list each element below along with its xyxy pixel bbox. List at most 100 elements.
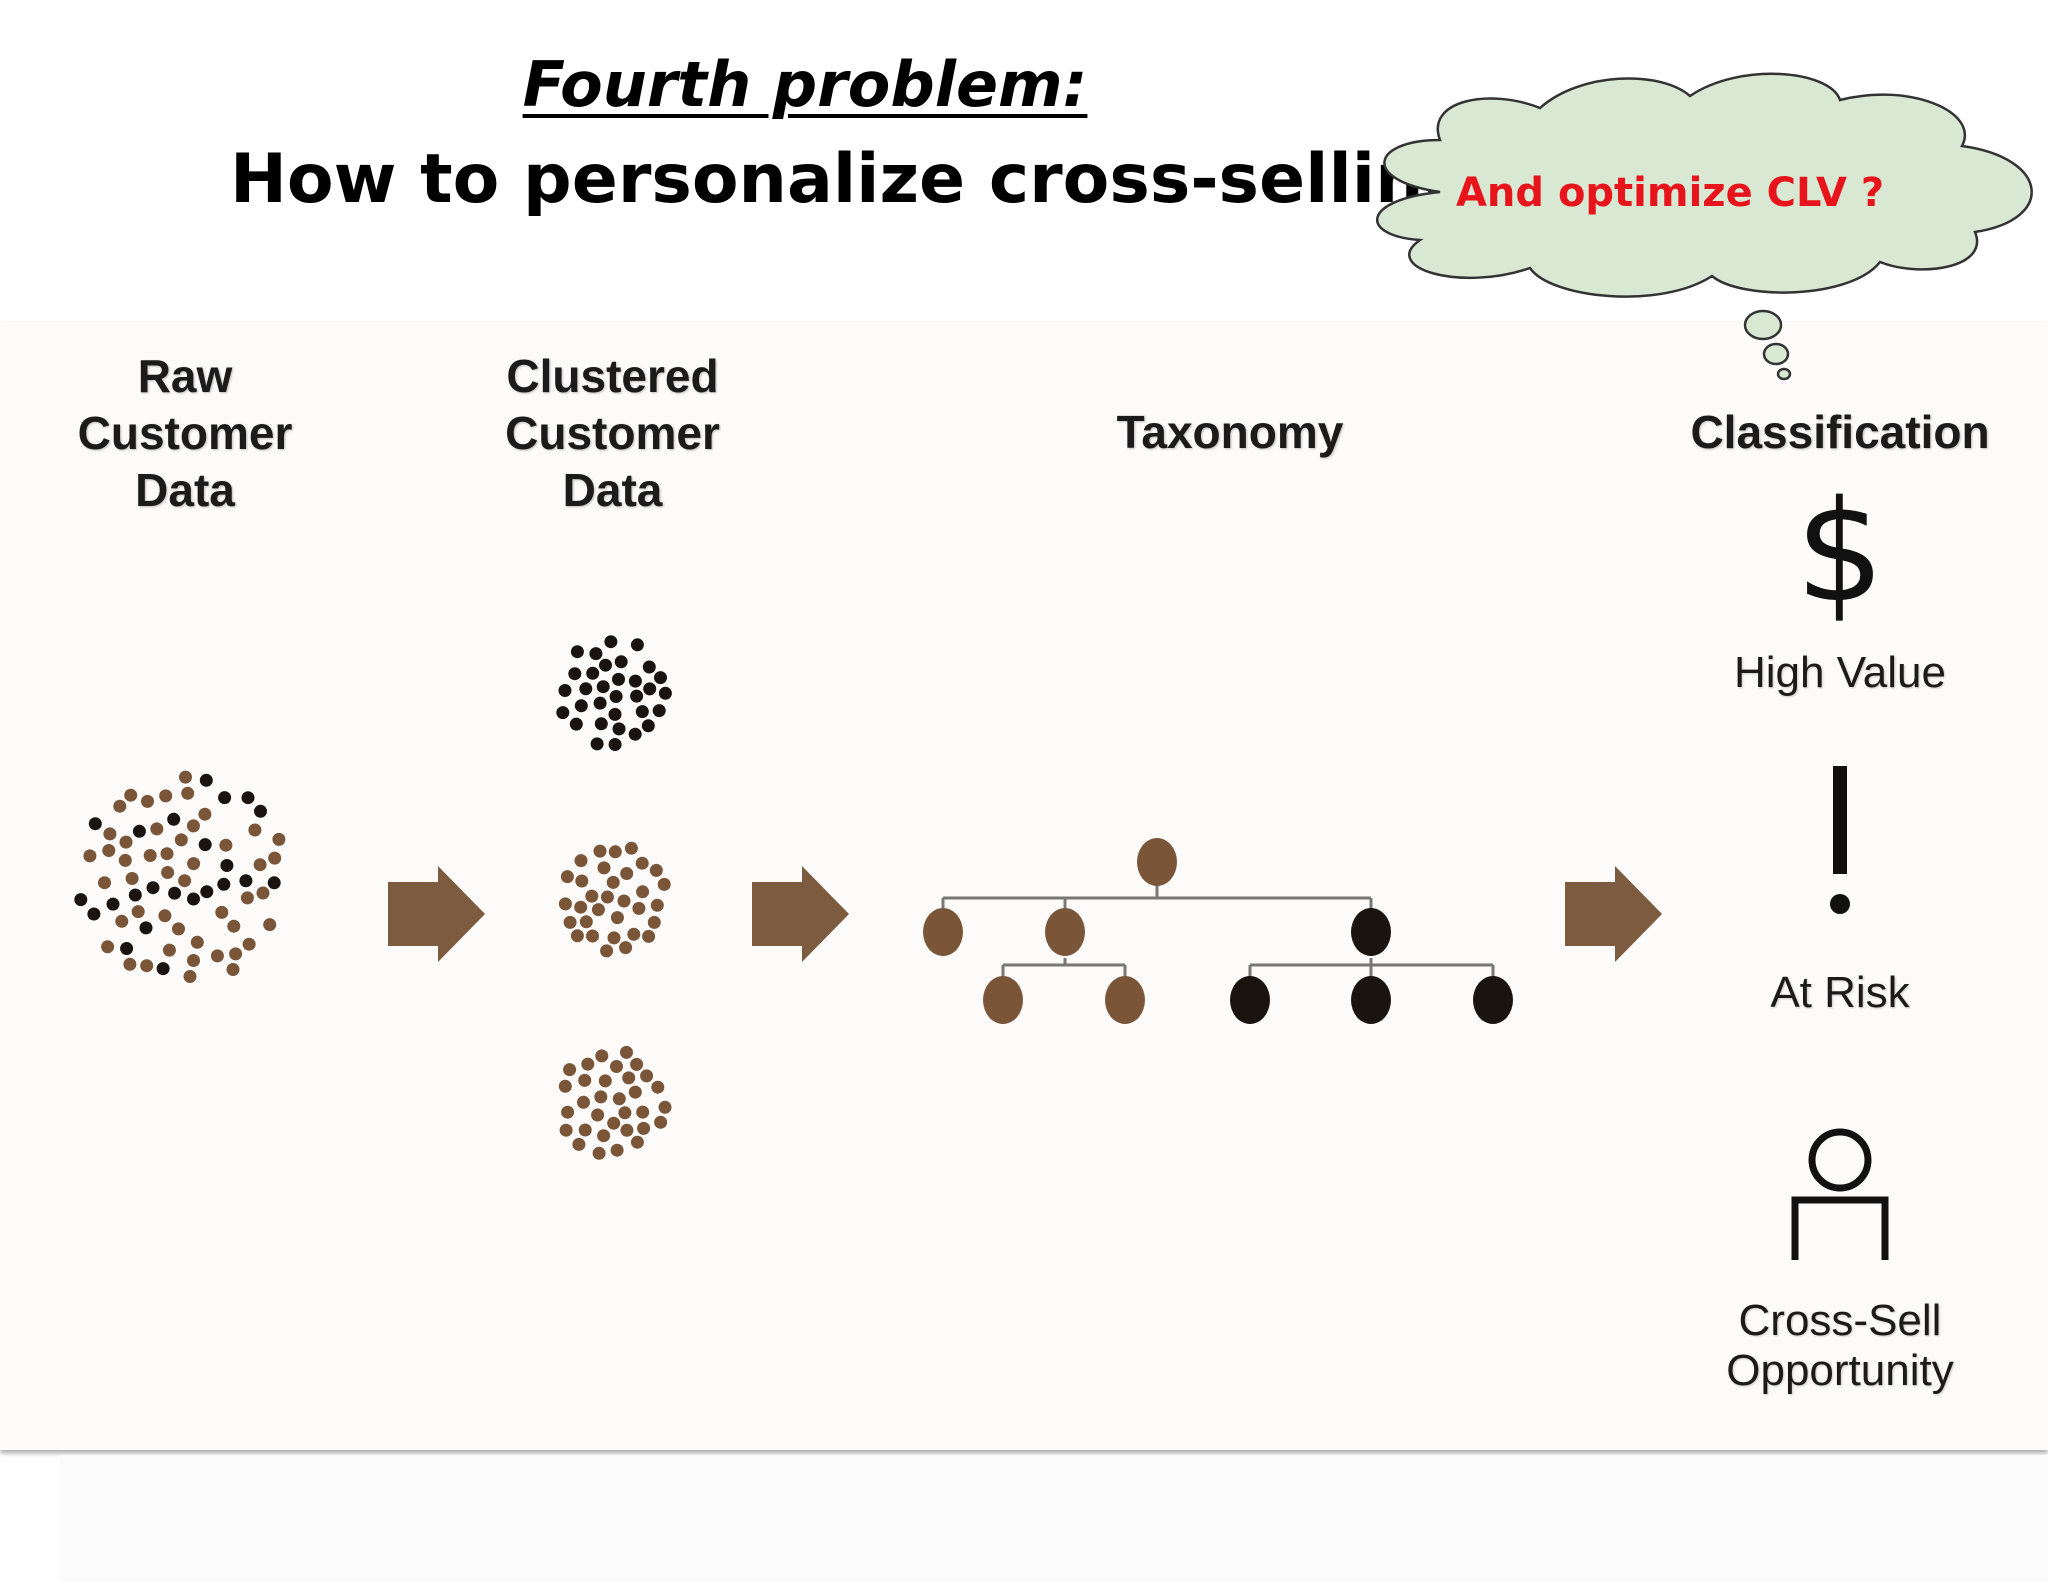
cluster-dark — [556, 635, 672, 751]
data-point — [563, 915, 577, 929]
data-point — [103, 827, 117, 841]
data-point — [651, 1080, 665, 1094]
data-point — [599, 658, 612, 672]
data-point — [628, 674, 642, 688]
taxonomy-nodes — [923, 838, 1513, 1024]
data-point — [215, 905, 229, 919]
data-point — [658, 686, 672, 700]
slide-subheading: How to personalize cross-selling — [230, 140, 1473, 219]
data-point — [210, 949, 224, 963]
data-point — [268, 851, 282, 865]
data-point — [141, 794, 154, 808]
cluster-brown-2 — [558, 1045, 672, 1160]
data-point — [190, 935, 204, 949]
data-point — [120, 942, 134, 955]
data-point — [600, 944, 614, 958]
data-point — [574, 699, 588, 713]
data-point — [254, 804, 267, 818]
tree-node — [1045, 908, 1085, 956]
data-point — [146, 881, 160, 895]
data-point — [630, 638, 644, 652]
exclamation-icon — [1830, 766, 1850, 914]
tree-node — [983, 976, 1023, 1024]
data-point — [179, 770, 192, 784]
data-point — [575, 874, 589, 888]
data-point — [649, 863, 663, 877]
data-point — [620, 1123, 634, 1137]
data-point — [650, 898, 664, 912]
data-point — [598, 1074, 612, 1088]
data-point — [597, 1129, 611, 1143]
data-point — [640, 1069, 654, 1083]
data-point — [627, 927, 641, 941]
data-point — [217, 877, 231, 891]
arrow-right-icon — [752, 866, 849, 962]
data-point — [132, 824, 146, 838]
data-point — [106, 897, 120, 911]
data-point — [119, 835, 133, 849]
tree-node — [1351, 976, 1391, 1024]
data-point — [586, 666, 600, 680]
data-point — [608, 738, 622, 751]
data-point — [198, 807, 212, 821]
data-point — [641, 719, 655, 733]
data-point — [581, 1057, 595, 1071]
tree-node — [1473, 976, 1513, 1024]
data-point — [600, 890, 614, 904]
data-point — [597, 861, 611, 875]
data-point — [558, 897, 572, 911]
data-point — [610, 1143, 624, 1157]
data-point — [240, 891, 254, 905]
data-point — [589, 647, 603, 661]
data-point — [128, 888, 142, 902]
data-point — [74, 893, 88, 907]
data-point — [620, 1045, 633, 1059]
data-point — [227, 919, 241, 933]
data-point — [572, 1137, 586, 1151]
data-point — [578, 1123, 592, 1137]
class-label-at-risk: At Risk — [1770, 968, 1910, 1017]
data-point — [642, 929, 656, 943]
data-point — [607, 931, 621, 945]
class-label-high-value: High Value — [1734, 648, 1946, 697]
bubble-dot-large — [1743, 309, 1783, 341]
data-point — [624, 841, 638, 855]
data-point — [608, 845, 622, 859]
data-point — [558, 1079, 572, 1093]
data-point — [579, 915, 593, 929]
tree-node — [1230, 976, 1270, 1024]
data-point — [628, 1085, 642, 1099]
data-point — [595, 1049, 609, 1063]
bubble-dot-medium — [1762, 342, 1790, 366]
data-point — [635, 705, 649, 719]
data-point — [630, 689, 644, 703]
data-point — [87, 907, 101, 921]
data-point — [590, 737, 604, 751]
data-point — [158, 909, 172, 923]
data-point — [610, 1060, 623, 1073]
column-heading-clustered: Clustered Customer Data — [505, 350, 720, 516]
data-point — [98, 876, 111, 890]
tree-node — [1351, 908, 1391, 956]
data-point — [636, 1105, 650, 1119]
data-point — [617, 894, 631, 908]
data-point — [642, 660, 656, 674]
data-point — [647, 915, 661, 929]
data-point — [570, 645, 584, 659]
cluster-brown-1 — [558, 841, 671, 958]
data-point — [593, 696, 607, 710]
data-point — [563, 1063, 577, 1077]
data-point — [131, 905, 145, 919]
data-point — [610, 911, 624, 925]
data-point — [220, 859, 234, 872]
data-point — [568, 667, 582, 681]
data-point — [561, 1105, 575, 1119]
data-point — [606, 875, 620, 889]
data-point — [162, 943, 176, 957]
data-point — [594, 717, 608, 731]
data-point — [174, 833, 188, 847]
data-point — [569, 717, 583, 731]
data-point — [143, 849, 157, 862]
data-point — [604, 635, 618, 649]
